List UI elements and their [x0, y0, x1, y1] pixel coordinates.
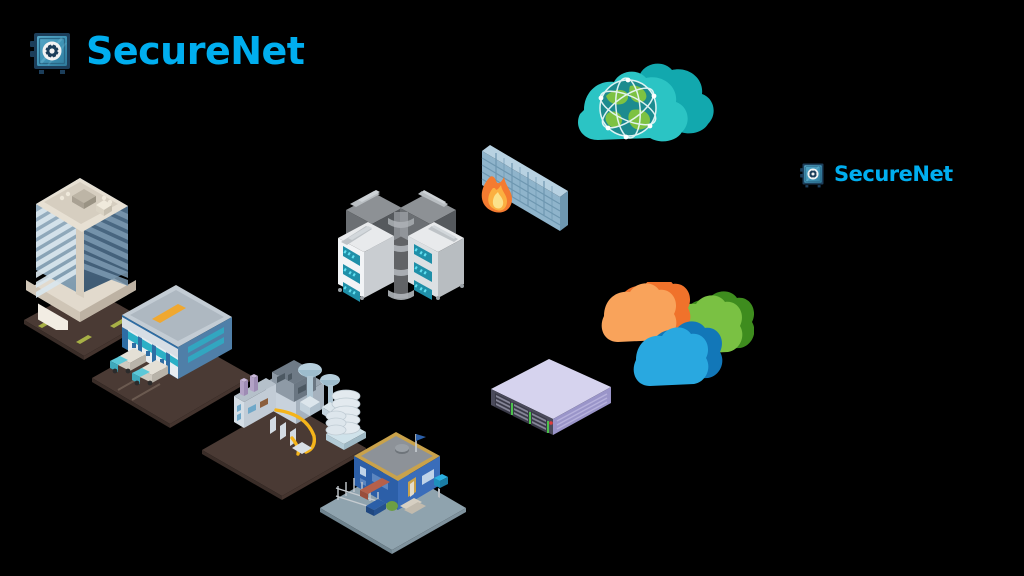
globe-icon: [598, 77, 657, 140]
switch-status-leds: [511, 403, 549, 433]
branch-signboard: [434, 474, 448, 498]
factory-pipeline: [274, 408, 317, 454]
globe-orbit-rings: [599, 77, 657, 139]
firewall-icon: [481, 145, 568, 231]
cloud-blue: [633, 321, 723, 386]
factory-wing-windows: [237, 398, 268, 421]
global-cloud: [578, 63, 714, 142]
network-switch: [491, 359, 611, 435]
branch-flagpole: [415, 434, 426, 452]
server-racks: [338, 190, 464, 302]
ground-plates: [24, 286, 466, 554]
dumpster: [366, 499, 386, 510]
branch-office: [335, 432, 448, 516]
ground-plate-factory: [202, 402, 366, 500]
warehouse-sign: [152, 304, 186, 323]
tower-rooftop-units: [59, 189, 113, 216]
brand-lockup-secondary[interactable]: SecureNet: [799, 160, 953, 188]
switch-power-led: [549, 421, 553, 425]
rack-led-panels-left: [343, 246, 360, 302]
firewall-flame-icon: [481, 176, 512, 213]
switch-vents: [556, 393, 608, 430]
server-rack-front-left: [338, 222, 394, 302]
factory-chimneys: [240, 374, 258, 396]
multi-cloud: [601, 282, 754, 386]
brand-name-primary: SecureNet: [86, 29, 305, 73]
branch-fence: [335, 478, 381, 511]
rack-led-panels-right: [414, 244, 432, 300]
warehouse-building: [110, 285, 232, 386]
branch-right-windows: [408, 469, 434, 497]
warehouse-side-windows: [188, 327, 224, 363]
globe-orbit-nodes: [598, 77, 657, 140]
rack-cable-spine: [388, 212, 414, 300]
office-tower: [26, 178, 136, 330]
shrub: [386, 501, 398, 511]
safe-vault-icon: [800, 163, 824, 188]
factory-tank-stack: [325, 389, 366, 450]
switch-port-banks: [495, 393, 553, 433]
factory-plant: [234, 360, 366, 456]
brand-lockup-primary[interactable]: SecureNet: [28, 27, 305, 75]
server-rack-front-right: [408, 222, 464, 300]
warehouse-truck-2: [132, 360, 168, 386]
warehouse-truck-1: [110, 348, 146, 374]
safe-vault-icon: [30, 33, 70, 74]
cloud-orange: [601, 282, 691, 342]
factory-water-tower-1: [298, 363, 322, 416]
brand-name-secondary: SecureNet: [834, 161, 953, 186]
